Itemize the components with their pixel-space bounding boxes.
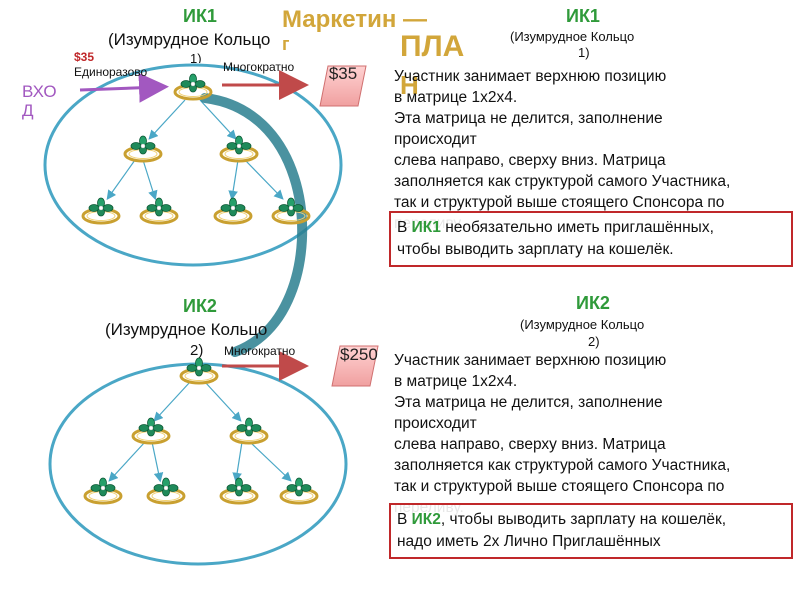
ik2-note-prefix: В [397, 511, 408, 528]
ik1-label-right: ИК1 [566, 6, 600, 26]
ik1-note-box: В ИК1 необязательно иметь приглашённых, … [389, 211, 793, 267]
ik1-name-close-right: 1) [578, 45, 590, 60]
emerald-ring-icon [213, 197, 253, 225]
tree-lines-top [106, 99, 284, 201]
emerald-ring-icon [173, 73, 213, 101]
price-tag-bottom-text: $250 [340, 345, 378, 364]
entry-label: ВХОД [22, 82, 57, 120]
ik2-name-left: (Изумрудное Кольцо [105, 320, 268, 339]
overflow-connector [200, 93, 308, 357]
ik1-name-left: (Изумрудное Кольцо [108, 30, 271, 49]
ik1-note-prefix: В [397, 219, 408, 236]
ik1-note-text: необязательно иметь приглашённых, чтобы … [397, 219, 714, 258]
price-tag-bottom [331, 345, 379, 387]
emerald-ring-icon [179, 357, 219, 385]
title-line-3: Н [400, 70, 419, 100]
ik2-note-ik: ИК2 [411, 511, 441, 528]
ik2-description: Участник занимает верхнюю позицию в матр… [394, 352, 731, 516]
entry-arrow [79, 72, 169, 103]
emerald-ring-icon [139, 197, 179, 225]
matrix-ellipse-bottom [48, 362, 348, 566]
title-line-1: Маркетин — [282, 6, 428, 33]
ik2-note-box: В ИК2, чтобы выводить зарплату на кошелё… [389, 503, 793, 559]
ik2-name-close-right: 2) [588, 334, 600, 349]
tree-lines-bottom [108, 381, 292, 483]
title-hyphen-g: г [282, 34, 290, 54]
ik2-name-cut-left: 2) [190, 342, 204, 359]
ik1-name-right: (Изумрудное Кольцо [510, 29, 635, 44]
ik2-name-right: (Изумрудное Кольцо [520, 317, 645, 332]
emerald-ring-icon [229, 417, 269, 445]
ik1-description: Участник занимает верхнюю позицию в матр… [394, 68, 731, 232]
emerald-ring-icon [271, 197, 311, 225]
one-time-price: $35 [74, 50, 95, 64]
ik1-note-ik: ИК1 [411, 219, 441, 236]
emerald-ring-icon [131, 417, 171, 445]
emerald-ring-icon [123, 135, 163, 163]
emerald-ring-icon [219, 477, 259, 505]
ik2-label-left: ИК2 [183, 296, 217, 316]
ik1-name-cut-left: 1) [190, 51, 202, 63]
ik2-label-right: ИК2 [576, 293, 610, 313]
title-line-2: ПЛА [400, 30, 465, 63]
emerald-ring-icon [279, 477, 319, 505]
matrix-ellipse-top [43, 63, 343, 267]
one-time-label: Единоразово [74, 65, 148, 79]
price-tag-top [319, 65, 367, 107]
multi-label-top: Многократно [223, 60, 295, 74]
price-tag-top-text: $35 [328, 64, 358, 83]
emerald-ring-icon [146, 477, 186, 505]
emerald-ring-icon [81, 197, 121, 225]
multi-label-bottom: Многократно [224, 344, 296, 358]
emerald-ring-icon [219, 135, 259, 163]
ik1-label-left: ИК1 [183, 6, 217, 26]
ik2-note-text: , чтобы выводить зарплату на кошелёк, на… [397, 511, 727, 550]
emerald-ring-icon [83, 477, 123, 505]
